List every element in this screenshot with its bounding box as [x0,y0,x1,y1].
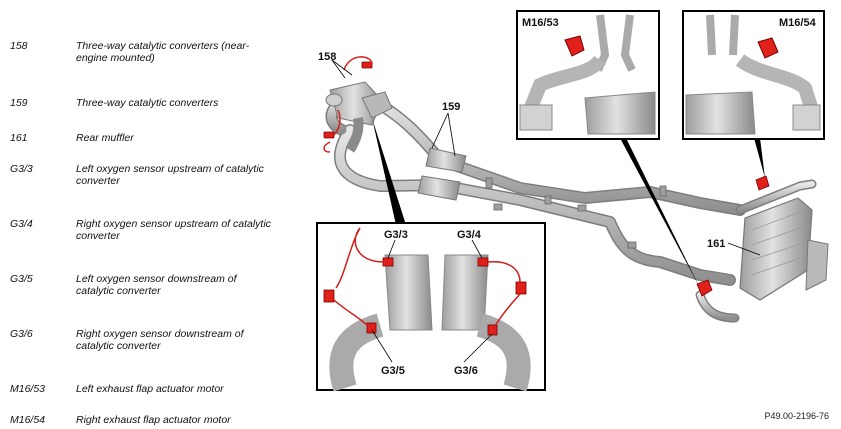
legend-code: G3/5 [10,273,33,285]
callout-m16-54: M16/54 [779,17,817,29]
legend-code: 161 [10,132,28,144]
legend-row-g3-4: G3/4 Right oxygen sensor upstream of cat… [10,218,300,242]
inset-m16-53: M16/53 [516,10,660,140]
callout-g3-4: G3/4 [457,229,482,241]
legend-code: G3/6 [10,328,33,340]
callout-g3-3: G3/3 [384,229,408,241]
catalytic-converters-159 [417,147,467,201]
legend-desc: Right oxygen sensor upstream of catalyti… [76,218,271,242]
legend-desc: Three-way catalytic converters (near-eng… [76,40,250,64]
legend-code: 158 [10,40,28,52]
pipe-brackets [485,177,667,249]
rear-muffler-161 [739,197,829,301]
legend-code: 159 [10,97,28,109]
callout-159: 159 [442,101,460,113]
legend-row-g3-3: G3/3 Left oxygen sensor upstream of cata… [10,163,300,187]
inset-m16-54: M16/54 [682,10,825,140]
legend-code: G3/4 [10,218,33,230]
callout-m16-53: M16/53 [522,17,559,29]
zoom-pointers [372,118,765,288]
legend-row-m16-53: M16/53 Left exhaust flap actuator motor [10,383,300,395]
figure-id: P49.00-2196-76 [764,411,829,421]
legend-row-161: 161 Rear muffler [10,132,300,144]
legend-desc: Left oxygen sensor downstream of catalyt… [76,273,237,297]
inset-oxygen-sensors: G3/3 G3/4 G3/5 G3/6 [316,222,546,392]
legend-desc: Rear muffler [76,132,134,144]
legend-desc: Three-way catalytic converters [76,97,219,109]
legend-desc: Left oxygen sensor upstream of catalytic… [76,163,264,187]
legend-row-g3-5: G3/5 Left oxygen sensor downstream of ca… [10,273,300,297]
legend-row-g3-6: G3/6 Right oxygen sensor downstream of c… [10,328,300,352]
callout-158: 158 [318,51,336,63]
legend-row-158: 158 Three-way catalytic converters (near… [10,40,300,64]
legend-desc: Right oxygen sensor downstream of cataly… [76,328,244,352]
legend-code: M16/53 [10,383,46,395]
catalytic-converters-158 [325,81,393,153]
main-leader-lines [331,59,761,256]
callout-g3-6: G3/6 [454,365,478,377]
legend-row-159: 159 Three-way catalytic converters [10,97,300,109]
exhaust-pipes [325,94,817,323]
legend-row-m16-54: M16/54 Right exhaust flap actuator motor [10,414,300,426]
legend-code: G3/3 [10,163,33,175]
legend-code: M16/54 [10,414,46,426]
legend-list: 158 Three-way catalytic converters (near… [10,40,300,426]
main-view-sensors [323,56,770,297]
callout-g3-5: G3/5 [381,365,405,377]
callout-161: 161 [707,238,725,250]
legend-desc: Right exhaust flap actuator motor [76,414,231,426]
legend-desc: Left exhaust flap actuator motor [76,383,224,395]
